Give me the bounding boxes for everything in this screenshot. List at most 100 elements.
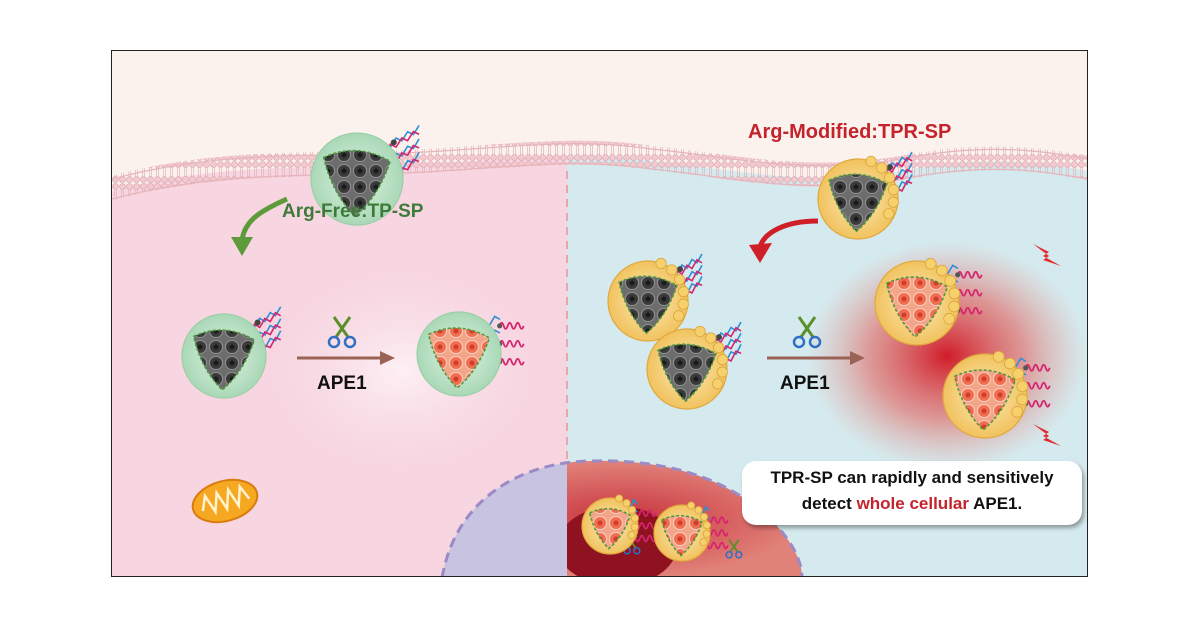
quencher-dot (497, 323, 503, 329)
particle-core (322, 149, 392, 218)
particle-core (657, 343, 717, 403)
arginine-bead (712, 378, 724, 390)
mitochondrion-icon (191, 478, 259, 524)
arg-modified-label: Arg-Modified:TPR-SP (748, 121, 952, 143)
arginine-bead (948, 287, 961, 300)
arginine-bead (992, 350, 1005, 363)
released-strand (956, 306, 983, 315)
curved-arrow-icon (749, 218, 819, 263)
particle-core (192, 329, 256, 391)
callout-emphasis: whole cellular (856, 494, 969, 513)
left-cytoplasm (112, 155, 567, 576)
arginine-bead (924, 257, 937, 270)
quencher-dot (955, 272, 961, 278)
released-strand (702, 541, 729, 550)
callout-prefix: detect (801, 494, 857, 513)
arginine-bead (876, 162, 888, 174)
figure-frame: Arg-Free:TP-SP Arg-Modified:TPR-SP APE1 … (111, 50, 1088, 577)
arginine-bead (627, 531, 636, 540)
quencher-dot (887, 164, 893, 171)
arginine-bead (936, 264, 948, 277)
released-strand (498, 339, 525, 348)
arginine-bead (699, 538, 708, 547)
arginine-bead (865, 155, 877, 168)
released-strand (956, 288, 983, 297)
arginine-bead (716, 366, 728, 378)
callout-line-1: TPR-SP can rapidly and sensitively (770, 468, 1054, 487)
arginine-bead (1012, 368, 1025, 380)
arginine-bead (1016, 380, 1029, 393)
particle-core (953, 369, 1017, 431)
arginine-bead (1016, 393, 1028, 406)
arginine-bead (702, 529, 711, 539)
particle-core (828, 173, 888, 233)
nanoparticles (181, 124, 1051, 562)
quencher-dot (1023, 365, 1029, 371)
arginine-bead (883, 172, 896, 184)
arginine-bead (1011, 405, 1024, 418)
process-arrow-right (767, 351, 865, 365)
arginine-bead (883, 208, 895, 220)
nanoparticle (942, 350, 1051, 439)
arginine-bead (944, 275, 957, 287)
arg-free-label: Arg-Free:TP-SP (282, 201, 424, 222)
particle-core (885, 276, 949, 338)
released-strand (1024, 363, 1051, 372)
arginine-bead (712, 342, 725, 354)
arginine-bead (677, 286, 690, 298)
arginine-bead (716, 354, 729, 366)
curved-arrow-icon (231, 196, 289, 256)
nanoparticle (310, 124, 420, 226)
nanoparticle (581, 494, 657, 555)
released-strand (1024, 399, 1051, 408)
quencher-dot (716, 334, 722, 341)
arginine-bead (666, 264, 678, 276)
arginine-bead (615, 494, 624, 503)
arginine-bead (887, 184, 900, 196)
lightning-icon (1033, 244, 1061, 266)
released-strand (702, 516, 729, 525)
scissors-icon (792, 316, 822, 349)
arginine-bead (655, 257, 667, 270)
nanoparticle (817, 151, 913, 240)
nanoparticle (416, 311, 525, 397)
released-strand (498, 321, 525, 330)
ape1-label-left: APE1 (317, 373, 367, 394)
arginine-bead (622, 499, 631, 508)
arginine-bead (630, 514, 639, 523)
cell-membrane (112, 140, 1087, 200)
particle-core (618, 275, 678, 335)
nanoparticle (874, 257, 983, 346)
arginine-bead (705, 332, 717, 344)
released-strand (498, 357, 525, 366)
quencher-dot (677, 266, 683, 273)
nanoparticle (646, 321, 742, 410)
arginine-bead (694, 325, 706, 338)
arginine-bead (887, 196, 899, 208)
released-strand (630, 509, 657, 518)
ape1-label-right: APE1 (780, 373, 830, 394)
arginine-bead (948, 300, 960, 313)
callout-line-2: detect whole cellular APE1. (742, 494, 1082, 514)
arginine-bead (673, 274, 686, 286)
arginine-bead (943, 312, 956, 325)
arginine-bead (702, 521, 711, 530)
nanoparticle (653, 501, 729, 562)
conclusion-callout: TPR-SP can rapidly and sensitively detec… (742, 461, 1082, 525)
lightning-icon (1033, 424, 1061, 446)
arginine-bead (700, 512, 709, 521)
arginine-bead (687, 501, 696, 510)
released-strand (1024, 381, 1051, 390)
process-arrow-left (297, 351, 395, 365)
arginine-bead (694, 506, 703, 515)
particle-core (427, 327, 491, 389)
arginine-bead (673, 310, 685, 322)
arginine-bead (630, 522, 639, 532)
scissors-icon (725, 539, 743, 559)
arginine-bead (1004, 357, 1016, 370)
diagram-canvas (112, 51, 1087, 576)
particle-core (588, 507, 632, 550)
released-strand (630, 534, 657, 543)
nanoparticle (607, 253, 703, 342)
released-strand (956, 270, 983, 279)
